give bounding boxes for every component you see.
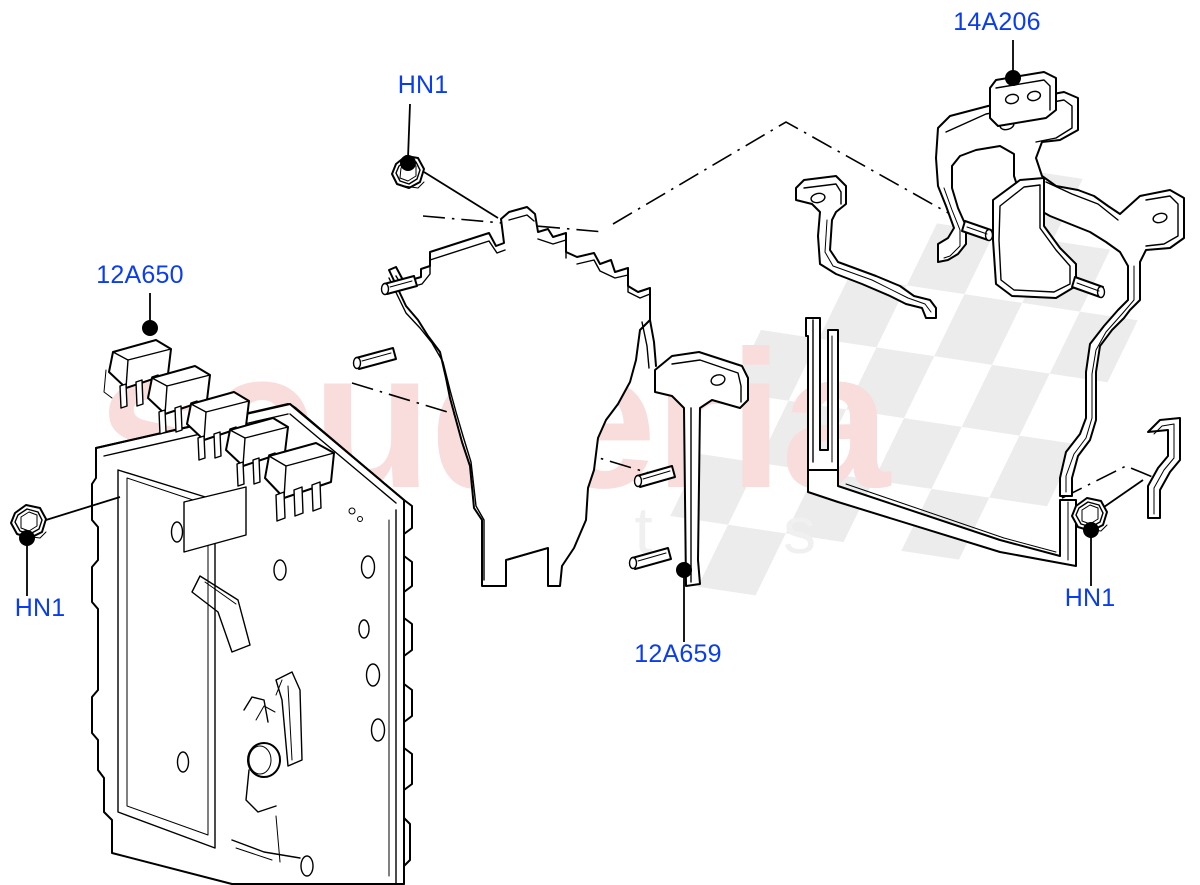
callout-hn1-top[interactable]: HN1 <box>398 71 449 171</box>
label-14a206: 14A206 <box>953 8 1040 36</box>
part-ecm-bracket[interactable] <box>352 206 749 587</box>
bracket-stud <box>352 347 397 370</box>
label-12a659: 12A659 <box>634 640 721 668</box>
callout-layer: HN1 14A206 12A650 HN1 12A659 <box>15 8 1116 668</box>
part-engine-control-module[interactable] <box>91 339 413 885</box>
callout-hn1-right[interactable]: HN1 <box>1065 522 1116 612</box>
callout-12a659[interactable]: 12A659 <box>634 562 722 668</box>
ecm-connector-blocks <box>103 339 335 522</box>
label-hn1-left: HN1 <box>15 594 66 622</box>
fastener-leader-lines <box>45 171 1144 521</box>
callout-hn1-left[interactable]: HN1 <box>15 530 66 622</box>
bracket-stud <box>961 220 994 242</box>
bracket-stud <box>633 465 676 488</box>
flange-nut-icon[interactable] <box>10 504 47 539</box>
bracket-stud <box>380 275 418 296</box>
label-hn1-top: HN1 <box>398 71 449 99</box>
bracket-stud <box>628 547 672 570</box>
part-wiring-harness-bracket[interactable] <box>795 71 1185 567</box>
callout-12a650[interactable]: 12A650 <box>96 261 184 336</box>
callout-14a206[interactable]: 14A206 <box>953 8 1041 86</box>
flange-nut-icon[interactable] <box>1071 497 1108 532</box>
label-12a650: 12A650 <box>96 261 183 289</box>
bracket-stud <box>1071 276 1106 299</box>
label-hn1-right: HN1 <box>1065 584 1116 612</box>
